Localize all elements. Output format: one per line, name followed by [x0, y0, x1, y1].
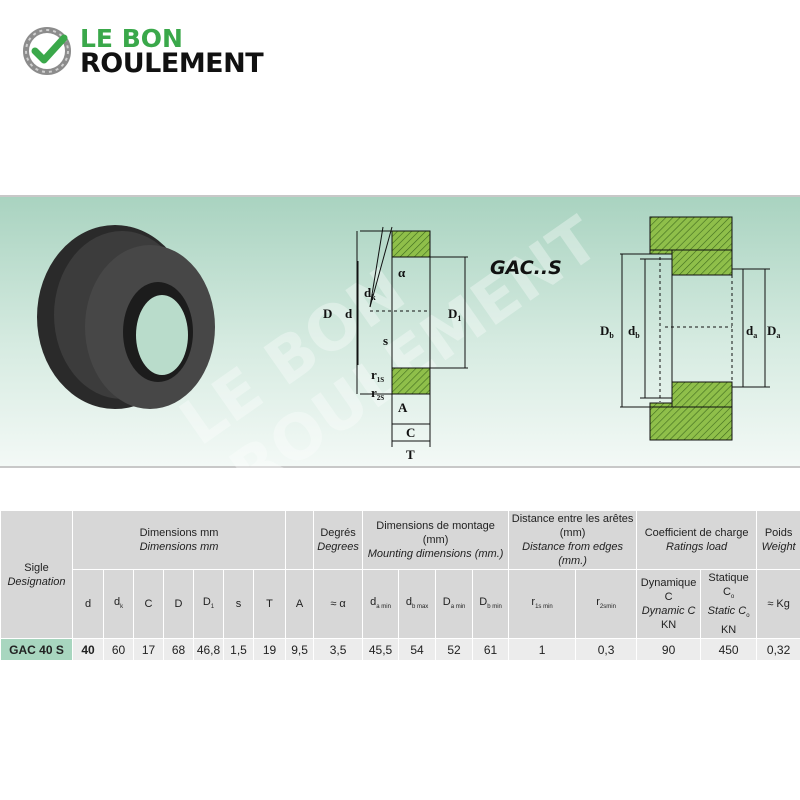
cell-static: 450	[700, 638, 758, 662]
svg-text:Da: Da	[767, 323, 780, 340]
col-d: d	[72, 568, 104, 640]
product-banner: LE BON ROULEMENT D d dk	[0, 195, 800, 470]
cell-alpha: 3,5	[313, 638, 364, 662]
svg-text:s: s	[383, 333, 388, 348]
designation-cell: GAC 40 S	[0, 638, 73, 662]
watermark: LE BON ROULEMENT	[167, 202, 612, 470]
mounting-header: Dimensions de montage (mm)Mounting dimen…	[362, 510, 510, 570]
svg-text:dk: dk	[364, 285, 376, 302]
logo-line2: ROULEMENT	[80, 48, 264, 79]
col-Db: Db min	[472, 568, 510, 640]
cell-Db: 61	[472, 638, 510, 662]
edge-distance-header: Distance entre les arêtes (mm)Distance f…	[508, 510, 638, 570]
svg-text:D1: D1	[448, 306, 461, 323]
col-a: A	[285, 568, 315, 640]
bearing-section-drawing	[356, 226, 468, 447]
col-Da: Da min	[435, 568, 474, 640]
svg-text:D: D	[323, 306, 332, 321]
cell-d1: 46,8	[193, 638, 224, 662]
logo-line1: LE BON	[80, 24, 183, 53]
col-alpha: ≈ α	[313, 568, 364, 640]
cell-da: 45,5	[362, 638, 400, 662]
series-title: GAC..S	[490, 257, 562, 279]
svg-text:C: C	[406, 425, 415, 440]
col-r2: r2smin	[575, 568, 638, 640]
mounting-drawing	[620, 216, 770, 441]
col-db: db max	[398, 568, 437, 640]
svg-text:A: A	[398, 400, 408, 415]
col-dk: dk	[103, 568, 134, 640]
cell-c: 17	[133, 638, 164, 662]
svg-text:d: d	[345, 306, 353, 321]
col-r1: r1s min	[508, 568, 577, 640]
header-row-columns: d dk C D D1 s T A ≈ α da min db max Da m…	[1, 568, 800, 640]
section-labels: D d dk D1 α s r1S r2S A C T GAC..S	[323, 257, 562, 462]
col-weight: ≈ Kg	[756, 568, 800, 640]
table-row: GAC 40 S 40 60 17 68 46,8 1,5 19 9,5 3,5…	[0, 638, 800, 662]
svg-text:db: db	[628, 323, 640, 340]
cell-db: 54	[398, 638, 437, 662]
cell-dk: 60	[103, 638, 134, 662]
svg-text:T: T	[406, 447, 415, 462]
svg-text:α: α	[398, 265, 406, 280]
mounting-labels: Db db da Da	[600, 323, 780, 340]
col-d1: D1	[193, 568, 224, 640]
bearing-check-icon	[23, 27, 71, 75]
cell-r1: 1	[508, 638, 577, 662]
col-da: da min	[362, 568, 400, 640]
col-t: T	[252, 568, 287, 640]
cell-dynamic: 90	[636, 638, 702, 662]
cell-D: 68	[163, 638, 194, 662]
cell-d: 40	[72, 638, 104, 662]
svg-text:da: da	[746, 323, 757, 340]
cell-t: 19	[252, 638, 287, 662]
col-D: D	[163, 568, 194, 640]
cell-s: 1,5	[223, 638, 254, 662]
cell-Da: 52	[435, 638, 474, 662]
svg-text:r1S: r1S	[371, 367, 384, 384]
svg-text:Db: Db	[600, 323, 614, 340]
cell-weight: 0,32	[756, 638, 800, 662]
bearing-photo	[37, 225, 215, 409]
col-s: s	[223, 568, 254, 640]
svg-text:r2S: r2S	[371, 385, 384, 402]
logo: LE BON ROULEMENT	[22, 24, 264, 79]
col-c: C	[133, 568, 164, 640]
cell-r2: 0,3	[575, 638, 638, 662]
cell-a: 9,5	[285, 638, 315, 662]
